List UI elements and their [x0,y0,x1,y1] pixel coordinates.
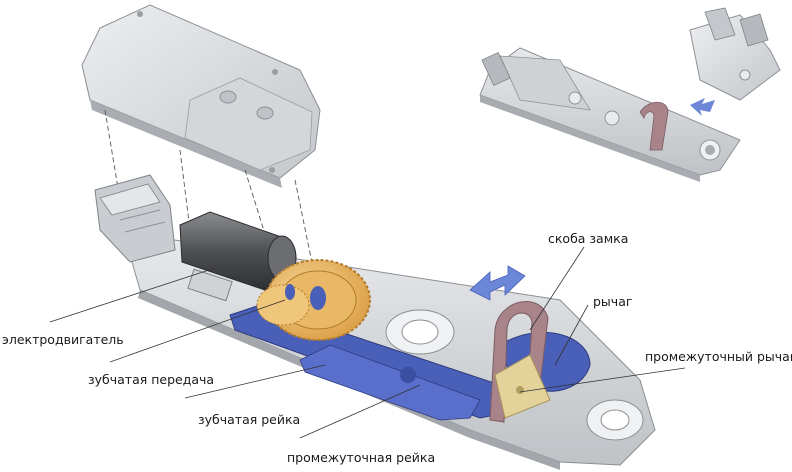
label-lever: рычаг [593,294,632,309]
label-gear: зубчатая передача [88,372,214,387]
label-rack: зубчатая рейка [198,412,300,427]
callout-labels: электродвигатель зубчатая передача зубча… [2,231,792,465]
inset-assembled-view [479,7,781,182]
label-lock-bracket: скоба замка [548,231,628,246]
label-intermediate-lever: промежуточный рычаг [645,349,792,364]
inset-arrow-icon [690,98,715,116]
upper-housing [81,4,321,188]
label-intermediate-rack: промежуточная рейка [287,450,435,465]
electrical-connector [94,174,176,263]
motion-arrow-icon [469,265,526,301]
leader-lines [49,246,686,439]
gear-train [256,259,371,341]
label-motor: электродвигатель [2,332,124,347]
